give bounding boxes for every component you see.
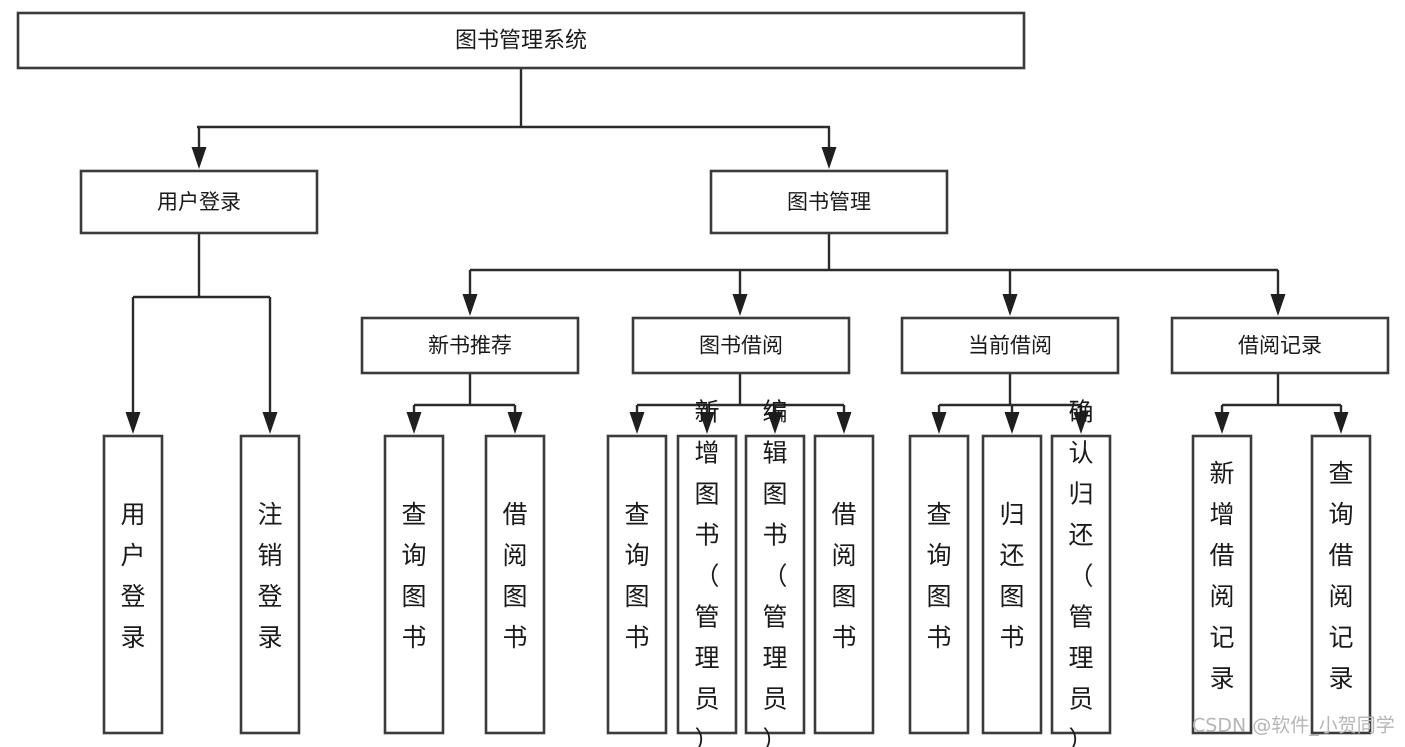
group-0-leaf-1-arrow-icon <box>507 412 523 434</box>
node-leaf-user-login-label: 用户登录 <box>120 500 145 652</box>
node-leaf-query-book-rec-label: 查询图书 <box>401 500 426 652</box>
node-user-login[interactable]: 用户登录 <box>79 169 319 235</box>
group-1-leaf-2-arrow-icon <box>767 412 783 434</box>
book-manage-child-2-arrow-icon <box>1002 294 1018 316</box>
node-leaf-query-borrow-record-label: 查询借阅记录 <box>1328 459 1353 693</box>
node-leaf-user-logout[interactable]: 注销登录 <box>239 434 301 735</box>
node-current-borrow-label: 当前借阅 <box>968 334 1052 358</box>
root-child-1-arrow-icon <box>821 147 837 169</box>
book-manage-child-1-arrow-icon <box>732 294 748 316</box>
node-leaf-query-book-current[interactable]: 查询图书 <box>908 434 970 735</box>
node-current-borrow-box[interactable] <box>900 316 1120 375</box>
node-leaf-borrow-book-rec-box[interactable] <box>484 434 546 735</box>
user-login-leaf-0-arrow-icon <box>125 412 141 434</box>
node-leaf-return-book-box[interactable] <box>981 434 1043 735</box>
root-node-book-management-system[interactable]: 图书管理系统 <box>16 11 1026 70</box>
node-current-borrow[interactable]: 当前借阅 <box>900 316 1120 375</box>
node-leaf-return-book-label: 归还图书 <box>999 500 1024 652</box>
node-borrow-record[interactable]: 借阅记录 <box>1170 316 1390 375</box>
node-book-manage-box[interactable] <box>709 169 949 235</box>
node-leaf-edit-book-admin-box[interactable] <box>744 434 806 735</box>
group-1-leaf-1-arrow-icon <box>699 412 715 434</box>
user-login-leaf-1-arrow-icon <box>262 412 278 434</box>
root-child-0-arrow-icon <box>191 147 207 169</box>
node-leaf-user-logout-box[interactable] <box>239 434 301 735</box>
node-new-book-recommend[interactable]: 新书推荐 <box>360 316 580 375</box>
node-leaf-query-book-current-label: 查询图书 <box>926 500 951 652</box>
node-leaf-confirm-return-admin[interactable]: 确认归还（管理员） <box>1050 398 1112 747</box>
book-manage-child-3-arrow-icon <box>1270 294 1286 316</box>
group-1-leaf-0-arrow-icon <box>629 412 645 434</box>
node-leaf-user-login[interactable]: 用户登录 <box>102 434 164 735</box>
group-2-leaf-2-arrow-icon <box>1073 412 1089 434</box>
node-book-borrow[interactable]: 图书借阅 <box>631 316 851 375</box>
node-book-borrow-box[interactable] <box>631 316 851 375</box>
group-1-leaf-3-arrow-icon <box>836 412 852 434</box>
node-new-book-recommend-label: 新书推荐 <box>428 334 512 358</box>
group-2-leaf-0-arrow-icon <box>931 412 947 434</box>
group-3-leaf-1-arrow-icon <box>1333 412 1349 434</box>
node-leaf-query-book-rec-box[interactable] <box>383 434 445 735</box>
node-book-borrow-label: 图书借阅 <box>699 334 783 358</box>
csdn-watermark: CSDN @软件_小贺同学 <box>1192 715 1395 737</box>
group-0-leaf-0-arrow-icon <box>406 412 422 434</box>
node-leaf-add-book-admin-label: 新增图书（管理员） <box>694 398 719 747</box>
node-leaf-edit-book-admin[interactable]: 编辑图书（管理员） <box>744 398 806 747</box>
node-leaf-query-borrow-record-box[interactable] <box>1310 434 1372 735</box>
node-leaf-add-borrow-record-box[interactable] <box>1191 434 1253 735</box>
node-leaf-add-borrow-record-label: 新增借阅记录 <box>1209 459 1234 693</box>
node-leaf-confirm-return-admin-box[interactable] <box>1050 434 1112 735</box>
node-leaf-confirm-return-admin-label: 确认归还（管理员） <box>1068 398 1093 747</box>
node-leaf-borrow-book-rec-label: 借阅图书 <box>502 500 527 652</box>
connectors-layer <box>125 68 1349 434</box>
node-new-book-recommend-box[interactable] <box>360 316 580 375</box>
root-node-book-management-system-box[interactable] <box>16 11 1026 70</box>
group-3-leaf-0-arrow-icon <box>1214 412 1230 434</box>
node-leaf-query-book-current-box[interactable] <box>908 434 970 735</box>
node-leaf-borrow-book-box[interactable] <box>813 434 875 735</box>
node-leaf-query-book-borrow[interactable]: 查询图书 <box>606 434 668 735</box>
node-leaf-borrow-book-rec[interactable]: 借阅图书 <box>484 434 546 735</box>
node-book-manage-label: 图书管理 <box>787 190 871 214</box>
node-leaf-add-book-admin-box[interactable] <box>676 434 738 735</box>
node-leaf-query-book-borrow-box[interactable] <box>606 434 668 735</box>
nodes-layer: 图书管理系统用户登录图书管理新书推荐图书借阅当前借阅借阅记录用户登录注销登录查询… <box>16 11 1390 747</box>
node-leaf-return-book[interactable]: 归还图书 <box>981 434 1043 735</box>
node-book-manage[interactable]: 图书管理 <box>709 169 949 235</box>
node-borrow-record-label: 借阅记录 <box>1238 334 1322 358</box>
node-leaf-borrow-book-label: 借阅图书 <box>831 500 856 652</box>
node-leaf-user-logout-label: 注销登录 <box>257 500 282 652</box>
book-manage-child-0-arrow-icon <box>462 294 478 316</box>
node-leaf-edit-book-admin-label: 编辑图书（管理员） <box>762 398 787 747</box>
node-leaf-add-book-admin[interactable]: 新增图书（管理员） <box>676 398 738 747</box>
node-user-login-label: 用户登录 <box>157 190 241 214</box>
node-borrow-record-box[interactable] <box>1170 316 1390 375</box>
group-2-leaf-1-arrow-icon <box>1004 412 1020 434</box>
node-user-login-box[interactable] <box>79 169 319 235</box>
node-leaf-borrow-book[interactable]: 借阅图书 <box>813 434 875 735</box>
node-leaf-add-borrow-record[interactable]: 新增借阅记录 <box>1191 434 1253 735</box>
node-leaf-query-book-borrow-label: 查询图书 <box>624 500 649 652</box>
node-leaf-query-borrow-record[interactable]: 查询借阅记录 <box>1310 434 1372 735</box>
node-leaf-user-login-box[interactable] <box>102 434 164 735</box>
root-node-book-management-system-label: 图书管理系统 <box>455 29 587 54</box>
node-leaf-query-book-rec[interactable]: 查询图书 <box>383 434 445 735</box>
